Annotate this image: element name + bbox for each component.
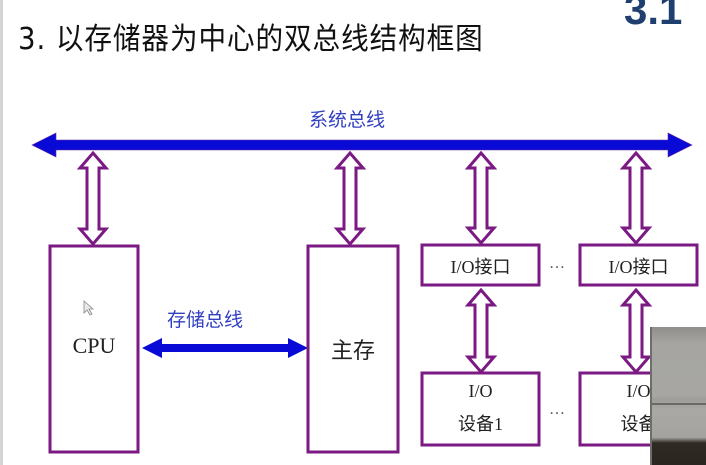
main-memory-box xyxy=(306,244,400,454)
io-device-n-label-line2: 设备 xyxy=(620,414,657,434)
main-memory-label: 主存 xyxy=(330,339,375,364)
io-device-1-box xyxy=(420,371,541,447)
slide-left-edge xyxy=(0,0,3,465)
io-interface-1-label: I/O接口 xyxy=(450,257,511,277)
io-device-1-label-line1: I/O xyxy=(468,381,493,401)
io-device-1-label-line2: 设备1 xyxy=(458,414,503,434)
section-number: 3.1 xyxy=(624,0,683,33)
io-interface-n-label: I/O接口 xyxy=(608,257,669,277)
memory-system-bus-arrow xyxy=(333,150,367,247)
io-interface-1-box xyxy=(420,243,541,287)
io-interface-1-system-bus-arrow xyxy=(464,150,498,246)
io-interface-ellipsis: … xyxy=(549,255,565,272)
presenter-video-overlay xyxy=(650,327,706,465)
cpu-system-bus-arrow xyxy=(76,150,110,247)
cpu-label: CPU xyxy=(72,333,116,358)
system-bus-arrow xyxy=(31,132,693,158)
memory-bus-label: 存储总线 xyxy=(167,309,244,331)
io-device-n-label-line1: I/O xyxy=(626,381,651,401)
memory-bus-arrow xyxy=(142,338,308,358)
io-device-ellipsis: … xyxy=(549,401,565,418)
mouse-pointer-icon xyxy=(83,300,95,316)
video-wall-line xyxy=(652,403,706,405)
io-interface-n-system-bus-arrow xyxy=(619,150,653,246)
slide-title: 3. 以存储器为中心的双总线结构框图 xyxy=(18,22,484,57)
cpu-box xyxy=(48,244,140,454)
io-interface-n-device-n-arrow xyxy=(619,287,653,375)
io-interface-n-box xyxy=(578,243,699,287)
system-bus-label: 系统总线 xyxy=(309,109,386,131)
io-interface-1-device-1-arrow xyxy=(464,287,498,375)
